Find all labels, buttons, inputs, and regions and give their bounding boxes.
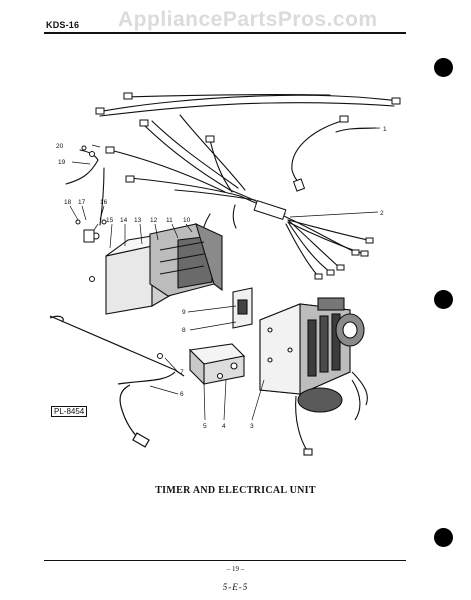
callout-14: 14 bbox=[120, 217, 128, 224]
callout-13: 13 bbox=[134, 217, 142, 224]
punch-hole-middle bbox=[434, 290, 453, 309]
punch-hole-top bbox=[434, 58, 453, 77]
top-rule bbox=[44, 32, 406, 34]
callout-7: 7 bbox=[180, 369, 184, 376]
callout-10: 10 bbox=[183, 217, 191, 224]
handwritten-note: 5-E-5 bbox=[222, 582, 249, 592]
mounting-bracket bbox=[188, 343, 246, 386]
timer-unit bbox=[259, 297, 365, 413]
callout-15: 15 bbox=[106, 217, 114, 224]
callout-20: 20 bbox=[56, 143, 64, 150]
callout-16: 16 bbox=[100, 199, 108, 206]
plate-label: PL-8454 bbox=[51, 406, 88, 417]
bottom-rule bbox=[44, 560, 406, 561]
bracket-assembly bbox=[105, 222, 223, 315]
callout-12: 12 bbox=[150, 217, 158, 224]
callout-2: 2 bbox=[380, 210, 384, 217]
callout-4: 4 bbox=[222, 423, 226, 430]
callout-1: 1 bbox=[383, 126, 387, 133]
callout-9: 9 bbox=[182, 309, 186, 316]
diagram-caption: TIMER AND ELECTRICAL UNIT bbox=[155, 485, 316, 496]
leader-lines bbox=[69, 127, 381, 421]
connector-rod bbox=[49, 315, 185, 448]
callout-11: 11 bbox=[166, 217, 173, 224]
punch-hole-bottom bbox=[434, 528, 453, 547]
callout-17: 17 bbox=[78, 199, 86, 206]
timer-wires bbox=[295, 371, 368, 456]
callout-5: 5 bbox=[203, 423, 207, 430]
callout-3: 3 bbox=[250, 423, 254, 430]
callout-8: 8 bbox=[182, 327, 186, 334]
watermark: AppliancePartsPros.com bbox=[118, 8, 378, 31]
callout-18: 18 bbox=[64, 199, 72, 206]
screws bbox=[75, 145, 163, 359]
callout-19: 19 bbox=[58, 159, 66, 166]
page-number: – 19 – bbox=[226, 565, 245, 573]
switch-plate bbox=[232, 287, 253, 329]
callout-6: 6 bbox=[180, 391, 184, 398]
wiring-harness bbox=[65, 94, 399, 277]
header-code: KDS-16 bbox=[46, 20, 80, 30]
